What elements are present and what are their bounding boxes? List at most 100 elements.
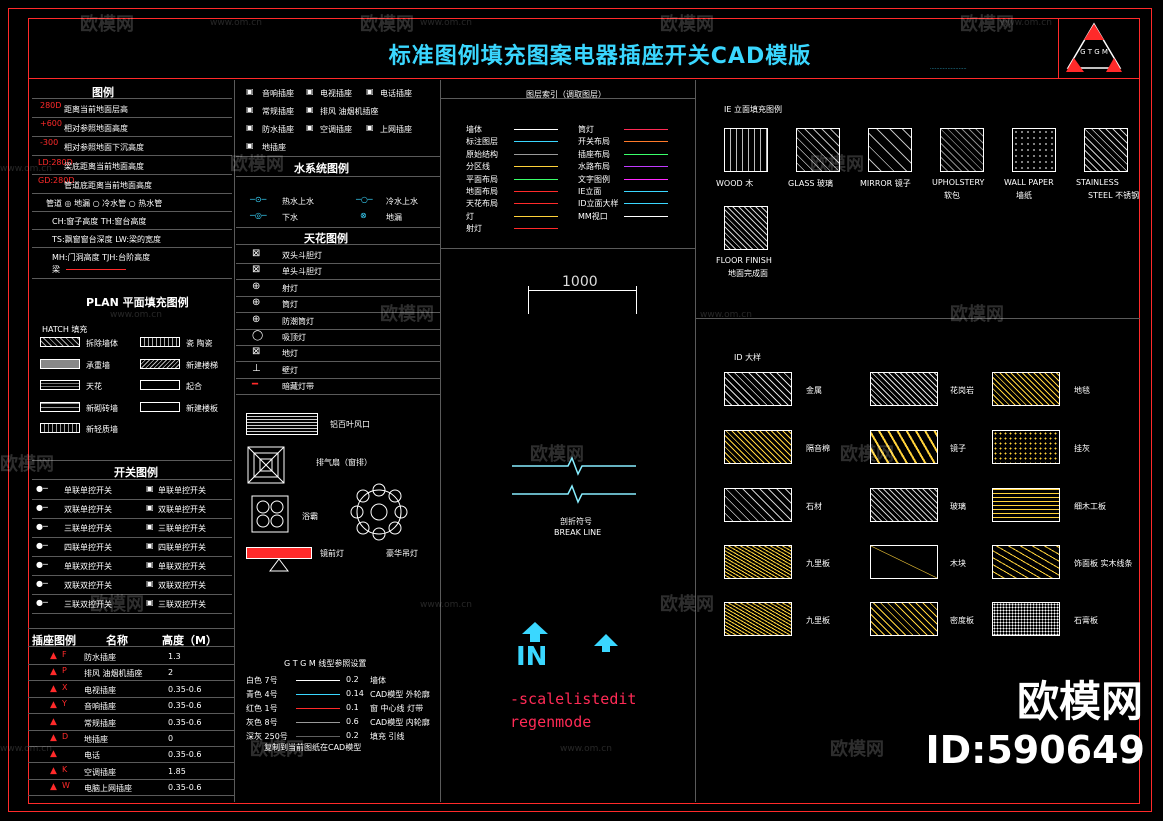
id-pattern-swatch	[724, 372, 792, 406]
ceiling-item: 壁灯	[282, 365, 298, 375]
row-line	[32, 247, 232, 248]
col2-item: 音响插座	[262, 89, 294, 98]
id-pattern-swatch	[870, 488, 938, 522]
ceiling-light-icon: ⊠	[252, 264, 261, 276]
watermark: 欧模网	[660, 14, 714, 35]
row-line	[32, 211, 232, 212]
layer-name: ID立面大样	[578, 199, 619, 209]
gtgm-color: 深灰 250号	[246, 732, 288, 741]
id-pattern-swatch	[724, 602, 792, 636]
plan-item: 新建楼梯	[186, 361, 218, 370]
switch-label: 单联双控开关	[158, 562, 206, 571]
layer-name: 插座布局	[578, 149, 610, 159]
col2-item: 地插座	[262, 143, 286, 152]
row-line	[28, 729, 234, 731]
ceiling-item: 射灯	[282, 283, 298, 293]
gtgm-color: 青色 4号	[246, 690, 278, 699]
ie-pattern-swatch	[796, 128, 840, 172]
cad-command: regenmode	[510, 713, 592, 731]
legend-label: 相对参照地面高度	[64, 124, 128, 133]
layer-name: 灯	[466, 211, 474, 221]
layer-name: 水路布局	[578, 162, 610, 172]
plan-item: 承重墙	[86, 361, 110, 370]
row-line	[32, 518, 232, 519]
row-line	[32, 575, 232, 576]
layer-name: MM视口	[578, 211, 608, 221]
socket-symbol-icon: ▲	[50, 651, 57, 661]
ceiling-extra: 镜前灯	[320, 549, 344, 558]
row-line	[28, 696, 234, 698]
switch-label: 单联双控开关	[64, 562, 112, 571]
socket-height: 0.35-0.6	[168, 783, 202, 793]
linetype-sample	[296, 680, 340, 681]
outer-frame	[8, 8, 1152, 812]
hatch-swatch	[140, 402, 180, 412]
hatch-swatch	[140, 380, 180, 390]
id-label: 镜子	[950, 444, 966, 453]
row-line	[236, 361, 440, 363]
watermark: 欧模网	[0, 454, 54, 475]
socket-mini-icon: ▣	[246, 105, 254, 114]
watermark: 欧模网	[530, 444, 584, 465]
id-pattern-swatch	[992, 545, 1060, 579]
switch-icon: ●─	[36, 503, 48, 512]
ie-label: STAINLESS	[1076, 178, 1119, 187]
hatch-swatch	[40, 337, 80, 347]
gtgm-width: 0.1	[346, 703, 359, 712]
id-label: 石材	[806, 502, 822, 511]
gtgm-desc: 窗 中心线 灯带	[370, 704, 424, 713]
layer-name: IE立面	[578, 187, 602, 196]
layer-line-sample	[514, 141, 558, 143]
socket-code: K	[62, 764, 68, 774]
id-pattern-swatch	[992, 430, 1060, 464]
watermark: 欧模网	[380, 304, 434, 325]
id-label: 隔音棉	[806, 444, 830, 453]
layer-line-sample	[624, 178, 668, 180]
socket-symbol-icon: ▲	[50, 749, 57, 760]
layer-name: 平面布局	[466, 174, 498, 184]
socket-name: 排风 油烟机插座	[84, 669, 143, 679]
layer-line-sample	[514, 166, 558, 168]
id-pattern-swatch	[870, 430, 938, 464]
switch-top-line	[32, 460, 232, 461]
layer-name: 射灯	[466, 224, 482, 234]
ie-pattern-swatch	[724, 128, 768, 172]
row-line	[32, 556, 232, 557]
layer-name: 墙体	[466, 125, 482, 134]
row-line	[28, 680, 234, 682]
socket-height: 0.35-0.6	[168, 750, 202, 760]
socket-code: Y	[62, 699, 67, 709]
ie-label: WOOD 木	[716, 179, 754, 188]
col-separator-1	[234, 80, 235, 802]
ceiling-light-icon: ⊥	[252, 362, 261, 374]
watermark-url: www.om.cn	[110, 310, 162, 320]
socket-symbol-icon: ▲	[50, 765, 57, 776]
layer-line-sample	[514, 203, 558, 205]
socket-height: 0.35-0.6	[168, 701, 202, 711]
row-line	[236, 328, 440, 330]
water-item: 地漏	[386, 213, 402, 222]
row-line	[28, 795, 234, 797]
hatch-swatch	[40, 423, 80, 433]
dim-tick-left	[528, 286, 529, 314]
title-divider	[28, 78, 1140, 79]
water-title-line	[236, 176, 440, 177]
ie-label-cn: 软包	[944, 191, 960, 200]
layer-line-sample	[624, 153, 668, 155]
switch-title: 开关图例	[114, 466, 158, 479]
watermark: 欧模网	[230, 154, 284, 175]
ie-label: MIRROR 镜子	[860, 179, 911, 188]
socket-mini-icon: ▣	[246, 123, 254, 132]
break-line-icon	[512, 456, 636, 504]
legend-code: GD:280D	[38, 176, 75, 185]
ie-label-cn: 墙纸	[1016, 191, 1032, 200]
socket-symbol-icon: ▲	[50, 667, 57, 678]
switch-label: 四联单控开关	[158, 543, 206, 552]
socket-height: 0.35-0.6	[168, 684, 202, 694]
socket-name: 电话	[84, 751, 100, 761]
col-separator-3	[695, 80, 696, 802]
id-pattern-swatch	[870, 545, 938, 579]
ceiling-light-icon: ━	[252, 379, 259, 391]
plan-item: 瓷 陶瓷	[186, 339, 213, 348]
legend-label: 管道底距离当前地面高度	[64, 181, 152, 190]
